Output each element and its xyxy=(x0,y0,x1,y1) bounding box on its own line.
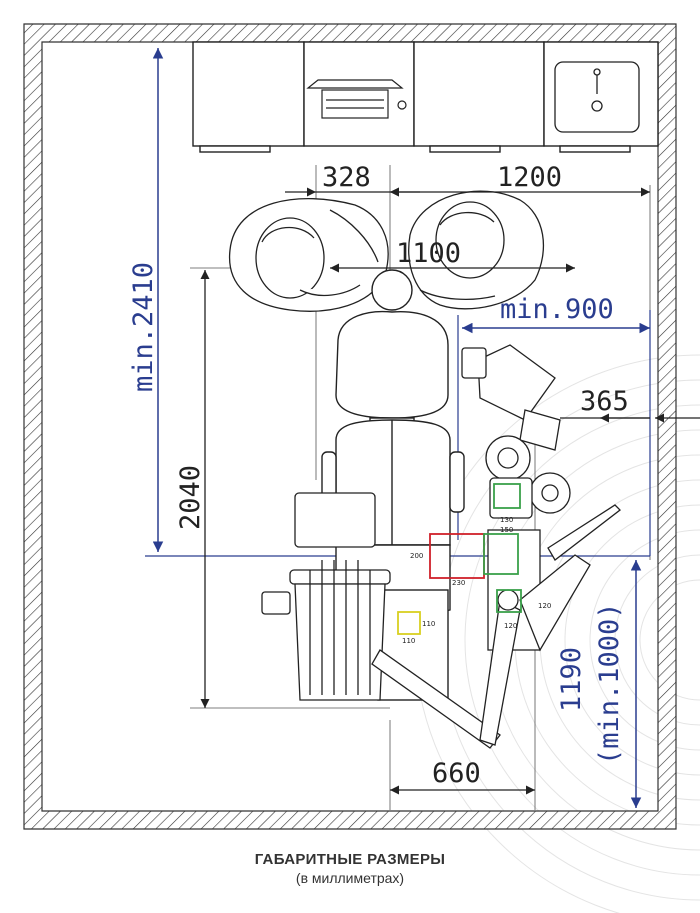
dimension-2040: 2040 xyxy=(175,465,206,530)
dimension-365: 365 xyxy=(580,386,629,417)
dimension-1190: 1190 xyxy=(556,647,587,712)
label-120-b: 120 xyxy=(504,622,517,630)
doctor-figure xyxy=(228,197,389,312)
dimension-min-900: min.900 xyxy=(500,294,614,325)
assistant-figure xyxy=(408,190,545,310)
sterilizer-device xyxy=(306,79,407,119)
sink xyxy=(554,61,640,133)
caption-subtitle: (в миллиметрах) xyxy=(295,870,405,886)
label-150: 150 xyxy=(500,526,513,534)
label-120: 120 xyxy=(538,602,551,610)
caption-title: ГАБАРИТНЫЕ РАЗМЕРЫ xyxy=(254,851,446,868)
label-130: 130 xyxy=(500,516,513,524)
dimension-1200: 1200 xyxy=(497,162,562,193)
assistant-unit xyxy=(461,344,621,746)
dimension-328: 328 xyxy=(322,162,371,193)
highlight-boxes xyxy=(397,483,522,635)
label-200: 200 xyxy=(410,552,423,560)
label-110-b: 110 xyxy=(402,637,415,645)
dental-chair xyxy=(321,269,465,701)
label-230: 230 xyxy=(452,579,465,587)
black-dimension-lines xyxy=(200,187,700,795)
dimension-min-2410: min.2410 xyxy=(128,262,159,392)
label-110-a: 110 xyxy=(422,620,435,628)
blue-dimension-lines xyxy=(152,48,650,808)
dimension-660: 660 xyxy=(432,758,481,789)
dimension-min-1000: (min.1000) xyxy=(594,602,625,765)
dimension-1100: 1100 xyxy=(396,238,461,269)
instrument-tray xyxy=(261,492,501,749)
